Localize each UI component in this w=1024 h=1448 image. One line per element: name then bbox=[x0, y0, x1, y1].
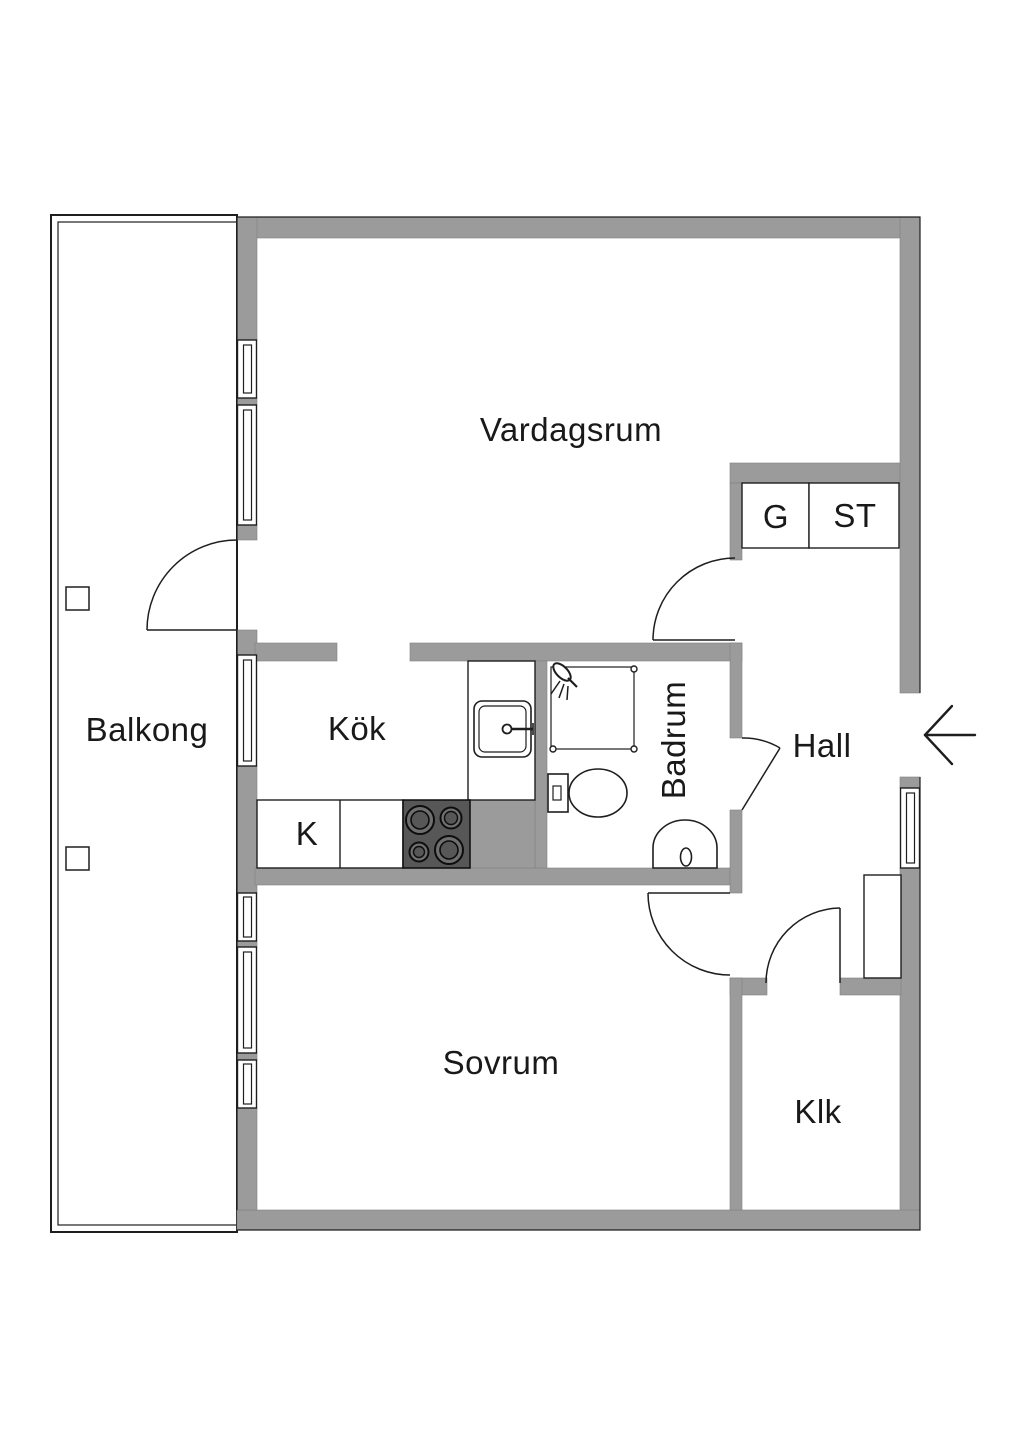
shower-head-icon bbox=[550, 662, 578, 701]
door-swing-arc bbox=[652, 557, 736, 641]
balcony-post bbox=[65, 586, 90, 611]
klk-door bbox=[765, 907, 841, 984]
livingroom-hall-door bbox=[652, 557, 736, 641]
door-swing-arc bbox=[765, 907, 841, 984]
closet-g-box bbox=[741, 482, 810, 549]
bedroom-door bbox=[647, 892, 731, 976]
room-label-sovrum: Sovrum bbox=[442, 1044, 560, 1081]
kitchen-sink-icon bbox=[473, 700, 534, 758]
closet-st-label: ST bbox=[833, 497, 877, 534]
room-label-badrum: Badrum bbox=[655, 680, 692, 800]
closet-g-label: G bbox=[762, 498, 790, 535]
window-frame bbox=[236, 339, 258, 399]
toilet-icon bbox=[547, 768, 628, 818]
window-frame bbox=[236, 946, 258, 1054]
door-swing-arc bbox=[647, 892, 731, 976]
door-swing-arc bbox=[146, 539, 238, 631]
window-frame bbox=[899, 787, 921, 869]
room-label-balkong: Balkong bbox=[85, 711, 209, 748]
bathroom-door bbox=[741, 737, 781, 811]
room-label-klk: Klk bbox=[794, 1093, 842, 1130]
room-label-kok: Kök bbox=[327, 710, 387, 747]
balcony-post bbox=[65, 846, 90, 871]
door-leaf bbox=[741, 747, 781, 811]
hall-wardrobe-box bbox=[863, 874, 902, 979]
closet-st-box bbox=[808, 482, 900, 549]
entrance-arrow-icon bbox=[923, 704, 977, 766]
window-frame bbox=[236, 654, 258, 767]
bath-sink-icon bbox=[652, 819, 718, 869]
door-swing-arc bbox=[741, 737, 781, 749]
shower-area bbox=[549, 665, 638, 753]
room-label-vardagsrum: Vardagsrum bbox=[479, 411, 663, 448]
window-frame bbox=[236, 404, 258, 526]
walls bbox=[236, 216, 921, 1231]
fridge-label: K bbox=[295, 815, 319, 852]
windows bbox=[236, 339, 921, 1109]
window-frame bbox=[236, 892, 258, 942]
window-frame bbox=[236, 1059, 258, 1109]
room-label-hall: Hall bbox=[792, 727, 852, 764]
balcony-door bbox=[146, 539, 238, 631]
stove-icon bbox=[402, 799, 471, 869]
